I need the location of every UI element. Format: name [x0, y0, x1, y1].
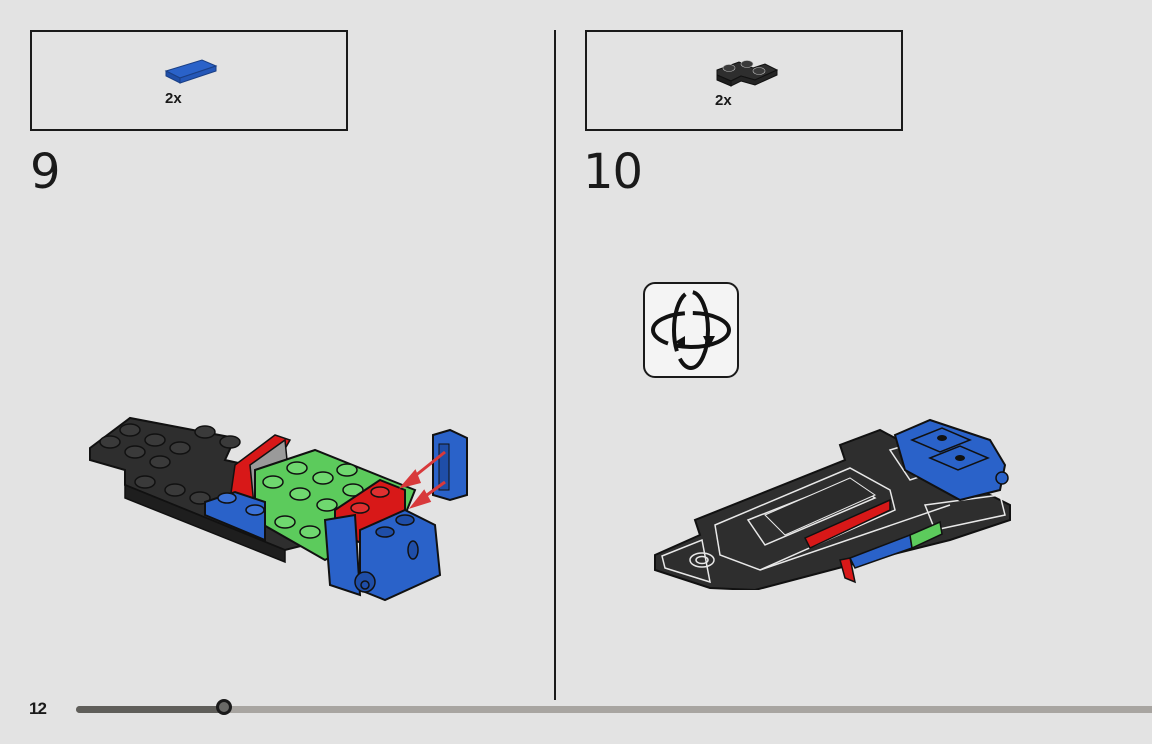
- blue-tile-icon: [164, 59, 218, 84]
- step-9-parts-callout: 2x: [30, 30, 348, 131]
- step-10-model-illustration: [654, 418, 1011, 590]
- step-number-10: 10: [583, 144, 643, 200]
- page-number: 12: [29, 699, 47, 718]
- rotate-model-icon: [643, 282, 739, 378]
- step-divider: [554, 30, 556, 700]
- step-9-model-illustration: [89, 416, 468, 602]
- step-number-9: 9: [30, 144, 61, 200]
- page-progress-handle[interactable]: [216, 699, 232, 715]
- part-quantity: 2x: [165, 90, 182, 107]
- black-corner-plate-icon: [716, 60, 779, 87]
- step-10-parts-callout: 2x: [585, 30, 903, 131]
- page-progress-track: [76, 706, 1152, 713]
- page-progress-fill: [76, 706, 224, 713]
- part-quantity: 2x: [715, 92, 732, 109]
